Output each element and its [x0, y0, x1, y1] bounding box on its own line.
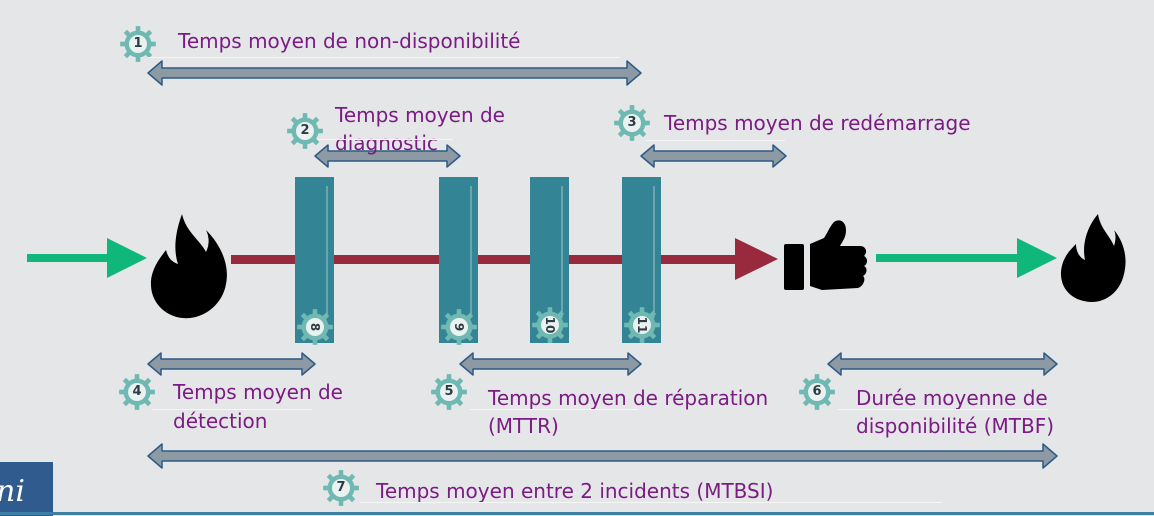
- flame-icon: [1060, 214, 1126, 302]
- gear-number: 3: [627, 115, 637, 130]
- arrow-redemarrage: [640, 144, 787, 168]
- label-mtbsi: Temps moyen entre 2 incidents (MTBSI): [376, 479, 774, 503]
- red-arrow-head: [735, 238, 778, 280]
- arrow-diagnostic: [314, 144, 461, 168]
- gear-icon-11: 11: [624, 307, 660, 343]
- underline: [148, 57, 620, 58]
- label-reparation-line1: Temps moyen de réparation: [488, 386, 769, 410]
- green-arrow-right-head: [1017, 238, 1057, 278]
- green-arrow-left-head: [107, 238, 147, 278]
- arrow-mtbf: [827, 352, 1058, 376]
- gear-icon-1: 1: [120, 26, 156, 62]
- underline: [470, 409, 638, 410]
- gear-icon-2: 2: [287, 113, 323, 149]
- gear-number: 11: [635, 316, 649, 334]
- label-diagnostic-line2: diagnostic: [335, 131, 438, 155]
- underline: [645, 140, 785, 141]
- underline: [360, 502, 942, 503]
- publisher-logo: ni: [0, 462, 53, 516]
- footer-line: [0, 512, 1154, 515]
- gear-number: 6: [812, 384, 822, 399]
- label-diagnostic-line1: Temps moyen de: [335, 103, 505, 127]
- gear-number: 10: [543, 316, 557, 334]
- flame-icon: [150, 214, 227, 319]
- label-detection-line1: Temps moyen de: [173, 380, 343, 404]
- label-reparation-line2: (MTTR): [488, 414, 559, 438]
- label-mtbf-line2: disponibilité (MTBF): [856, 414, 1055, 438]
- gear-number: 9: [452, 322, 466, 332]
- underline: [838, 409, 1048, 410]
- label-redemarrage: Temps moyen de redémarrage: [664, 111, 971, 135]
- label-mtbf-line1: Durée moyenne de: [856, 386, 1048, 410]
- gear-number: 8: [308, 322, 322, 332]
- gear-icon-3: 3: [614, 105, 650, 141]
- green-arrow-left-shaft: [27, 254, 111, 262]
- arrow-mtbsi: [147, 443, 1058, 469]
- gear-number: 2: [300, 123, 310, 138]
- logo-text: ni: [0, 474, 25, 509]
- gear-icon-4: 4: [119, 374, 155, 410]
- gear-number: 5: [444, 384, 454, 399]
- gear-icon-9: 9: [441, 309, 477, 345]
- gear-icon-5: 5: [431, 374, 467, 410]
- underline: [152, 409, 312, 410]
- arrow-detection: [147, 352, 316, 376]
- gear-number: 4: [132, 384, 142, 399]
- arrow-reparation: [459, 352, 642, 376]
- red-arrow-shaft: [231, 255, 741, 264]
- thumbs-up-icon: [784, 220, 867, 290]
- label-non-disponibilite: Temps moyen de non-disponibilité: [178, 29, 521, 53]
- gear-icon-10: 10: [532, 307, 568, 343]
- green-arrow-right-shaft: [876, 254, 1021, 262]
- label-detection-line2: détection: [173, 409, 268, 433]
- gear-icon-7: 7: [323, 470, 359, 506]
- gear-icon-6: 6: [799, 374, 835, 410]
- gear-icon-8: 8: [297, 309, 333, 345]
- underline: [318, 139, 453, 140]
- gear-number: 7: [336, 480, 346, 495]
- gear-number: 1: [133, 36, 143, 51]
- arrow-non-disponibilite: [147, 60, 642, 86]
